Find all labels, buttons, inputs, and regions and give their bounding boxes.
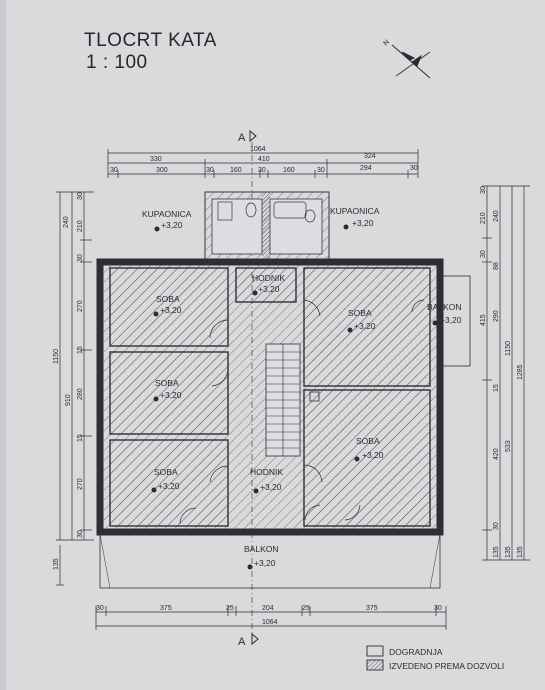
dim-bottom-375b: 375 (366, 605, 378, 612)
dim-left-270a: 270 (77, 300, 84, 312)
bathroom-block (204, 191, 330, 263)
legend-addition: DOGRADNJA (389, 647, 443, 657)
balcony-bottom (99, 533, 441, 589)
dim-top-30a: 30 (110, 167, 118, 174)
room-labels: KUPAONICA +3,20 KUPAONICA +3,20 HODNIK +… (142, 206, 462, 568)
label-soba-ml: SOBA (155, 378, 179, 388)
dim-top-30b: 30 (206, 167, 214, 174)
dim-top-160a: 160 (230, 167, 242, 174)
dim-right-30c: 30 (493, 522, 500, 530)
legend-built-swatch (366, 659, 384, 671)
dim-right-240: 240 (493, 210, 500, 222)
label-soba-tl: SOBA (156, 294, 180, 304)
svg-text:N: N (382, 39, 391, 48)
north-arrow-icon: N (382, 39, 431, 79)
dim-right-135a: 135 (493, 546, 500, 558)
dim-left-30a: 30 (77, 192, 84, 200)
dim-left-30c: 30 (77, 530, 84, 538)
dim-bottom-30a: 30 (96, 605, 104, 612)
elev-soba-ml: +3,20 (160, 390, 182, 400)
dim-right-1285: 1285 (517, 364, 524, 380)
right-dimensions (482, 185, 530, 561)
section-mark-bottom: A (238, 632, 259, 648)
main-building (96, 258, 444, 536)
legend-addition-swatch (366, 645, 384, 657)
elev-hodnik-top: +3,20 (258, 284, 280, 294)
elev-balkon-right: +3,20 (440, 315, 462, 325)
legend: DOGRADNJA IZVEDENO PREMA DOZVOLI (366, 645, 504, 671)
dim-right-533: 533 (505, 440, 512, 452)
dim-bottom-375a: 375 (160, 605, 172, 612)
dim-bottom-25a: 25 (226, 605, 234, 612)
dim-top-160b: 160 (283, 167, 295, 174)
elev-kupaonica-right: +3,20 (352, 218, 374, 228)
bottom-dimensions (95, 606, 447, 630)
elev-soba-tl: +3,20 (160, 305, 182, 315)
dim-bottom-204: 204 (262, 605, 274, 612)
drawing-scale: 1 : 100 (86, 52, 148, 73)
dim-right-30a: 30 (480, 186, 487, 194)
dim-left-910: 910 (65, 394, 72, 406)
elev-soba-tr: +3,20 (354, 321, 376, 331)
dim-bottom-25b: 25 (302, 605, 310, 612)
dim-right-15: 15 (493, 384, 500, 392)
dim-right-290: 290 (493, 310, 500, 322)
elev-soba-br: +3,20 (362, 450, 384, 460)
label-soba-br: SOBA (356, 436, 380, 446)
dim-top-294: 294 (360, 165, 372, 172)
dim-top-410: 410 (258, 156, 270, 163)
dim-left-15b: 15 (77, 434, 84, 442)
svg-text:A: A (238, 636, 246, 648)
elev-kupaonica-left: +3,20 (161, 220, 183, 230)
label-balkon-bottom: BALKON (244, 544, 279, 554)
dim-right-135b: 135 (505, 546, 512, 558)
label-balkon-right: BALKON (427, 302, 462, 312)
dim-bottom-total: 1064 (262, 619, 278, 626)
elev-soba-bl: +3,20 (158, 481, 180, 491)
elev-hodnik-bottom: +3,20 (260, 482, 282, 492)
dim-left-15a: 15 (77, 346, 84, 354)
dim-right-30b: 30 (480, 250, 487, 258)
dim-left-280: 280 (77, 388, 84, 400)
dim-top-30c: 30 (258, 167, 266, 174)
top-dimensions (107, 149, 419, 178)
dim-top-total: 1064 (250, 146, 266, 153)
label-kupaonica-right: KUPAONICA (330, 206, 380, 216)
label-hodnik-bottom: HODNIK (250, 467, 283, 477)
sheet-edge (0, 0, 6, 690)
elevation-marker-icons (151, 224, 438, 570)
dim-right-210: 210 (480, 212, 487, 224)
dim-right-135c: 135 (517, 546, 524, 558)
balcony-right (439, 275, 471, 367)
label-hodnik-top: HODNIK (252, 273, 285, 283)
svg-text:A: A (238, 132, 246, 144)
label-soba-tr: SOBA (348, 308, 372, 318)
drawing-title: TLOCRT KATA (84, 30, 217, 51)
dim-left-1150: 1150 (53, 349, 60, 364)
dim-top-30d: 30 (317, 167, 325, 174)
left-dimensions (56, 191, 94, 586)
elev-balkon-bottom: +3,20 (254, 558, 276, 568)
dim-right-1150: 1150 (505, 341, 512, 356)
label-kupaonica-left: KUPAONICA (142, 209, 192, 219)
dim-left-30b: 30 (77, 254, 84, 262)
dim-top-330: 330 (150, 156, 162, 163)
dim-left-240: 240 (63, 216, 70, 228)
dim-top-324: 324 (364, 153, 376, 160)
label-soba-bl: SOBA (154, 467, 178, 477)
dim-left-135: 135 (53, 558, 60, 570)
legend-built: IZVEDENO PREMA DOZVOLI (389, 661, 504, 671)
dim-bottom-30b: 30 (434, 605, 442, 612)
dim-right-420: 420 (493, 448, 500, 460)
dim-top-300: 300 (156, 167, 168, 174)
dim-left-210: 210 (77, 220, 84, 232)
dim-left-270b: 270 (77, 478, 84, 490)
dim-right-415: 415 (480, 314, 487, 326)
dim-right-88: 88 (493, 262, 500, 270)
dim-top-30e: 30 (410, 165, 418, 172)
